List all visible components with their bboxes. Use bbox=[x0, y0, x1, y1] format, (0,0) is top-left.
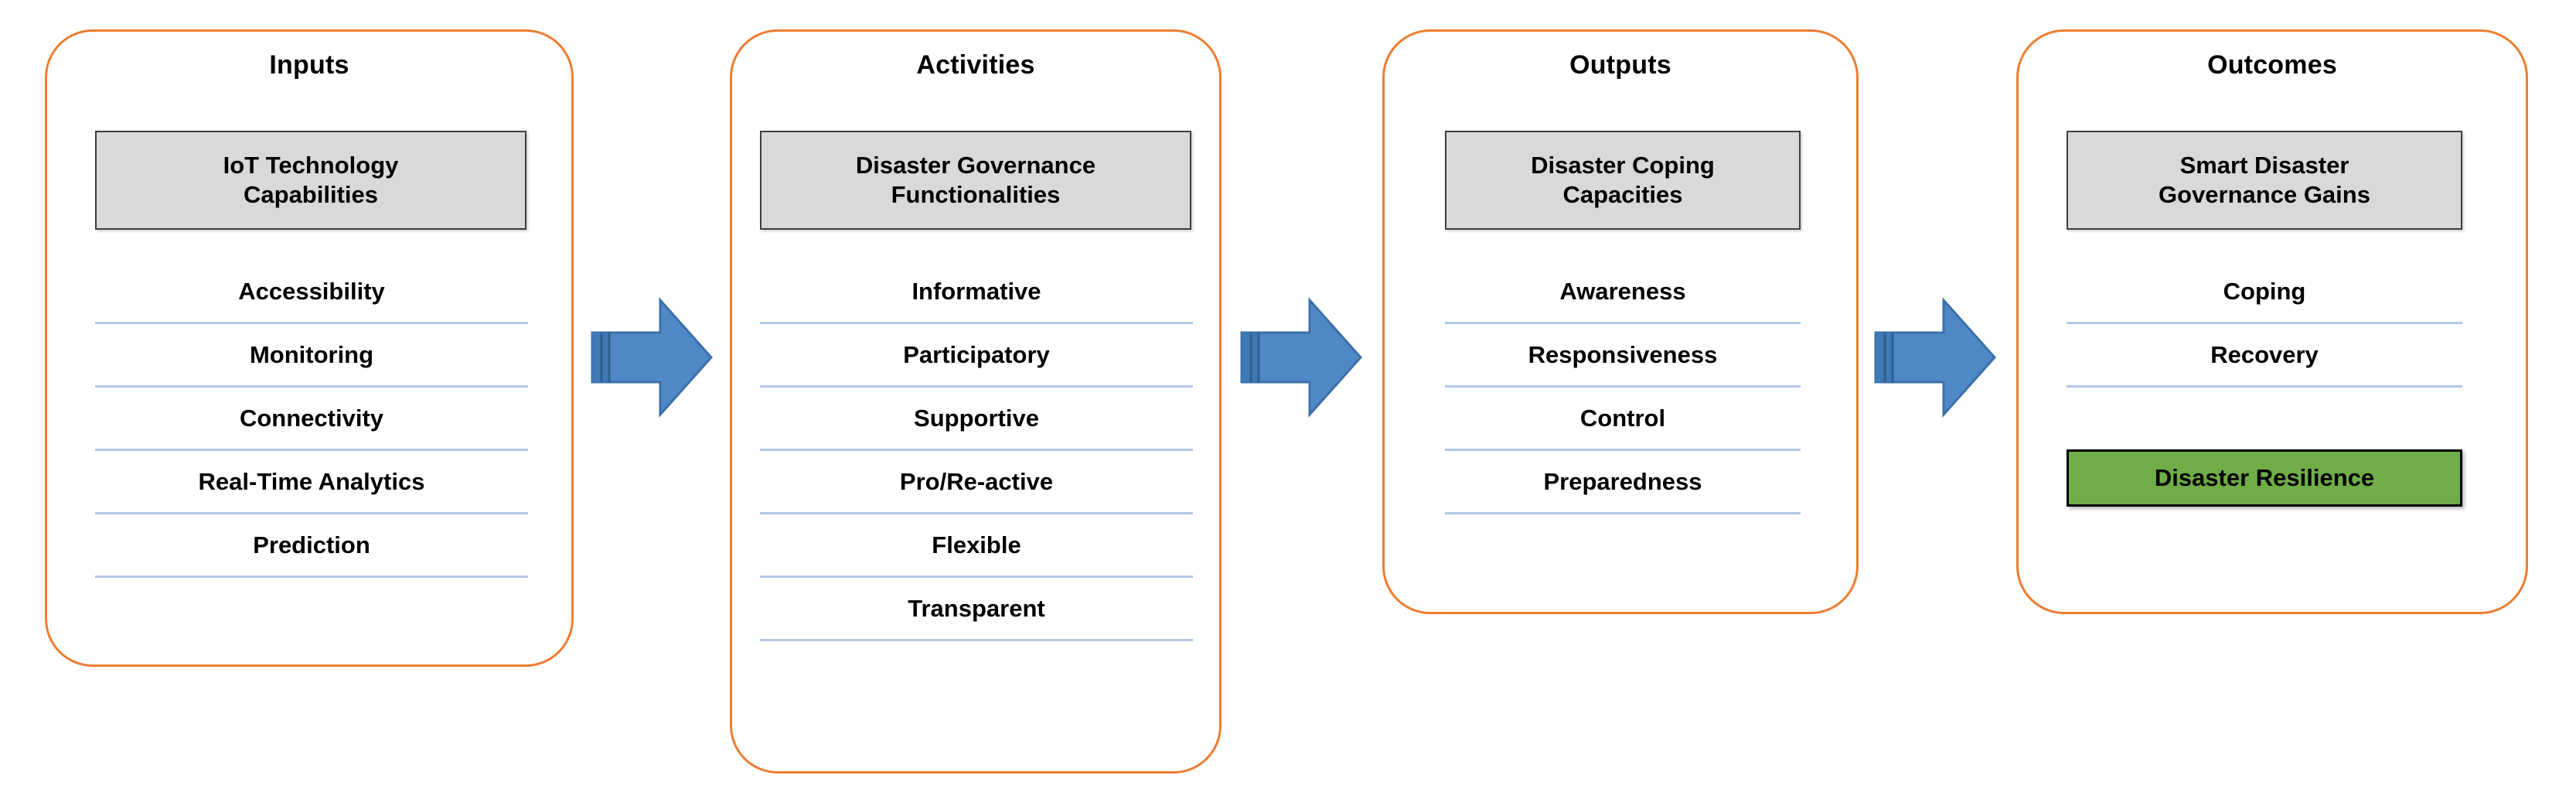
panel-activities-title: Activities bbox=[916, 50, 1035, 80]
arrow-right-icon bbox=[1874, 297, 1997, 418]
list-item[interactable]: Transparent bbox=[760, 578, 1193, 641]
disaster-resilience-badge[interactable]: Disaster Resilience bbox=[2067, 449, 2462, 507]
panel-activities-header-line2: Functionalities bbox=[891, 181, 1061, 208]
panel-inputs-header-chip: IoT Technology Capabilities bbox=[95, 131, 526, 230]
list-item[interactable]: Connectivity bbox=[95, 388, 528, 451]
panel-outcomes-header-line1: Smart Disaster bbox=[2179, 152, 2349, 179]
panel-outputs-header-line1: Disaster Coping bbox=[1531, 152, 1715, 179]
list-item[interactable]: Awareness bbox=[1445, 261, 1801, 324]
panel-activities-items: Informative Participatory Supportive Pro… bbox=[760, 261, 1193, 641]
panel-outputs-title: Outputs bbox=[1569, 50, 1671, 80]
arrow-outputs-to-outcomes bbox=[1869, 295, 2001, 419]
panel-activities: Activities Disaster Governance Functiona… bbox=[730, 29, 1222, 774]
panel-activities-header-line1: Disaster Governance bbox=[855, 152, 1096, 179]
panel-outcomes: Outcomes Smart Disaster Governance Gains… bbox=[2016, 29, 2528, 614]
panel-outcomes-title: Outcomes bbox=[2207, 50, 2337, 80]
list-item[interactable]: Flexible bbox=[760, 514, 1193, 578]
list-item[interactable]: Participatory bbox=[760, 324, 1193, 388]
panel-outputs: Outputs Disaster Coping Capacities Aware… bbox=[1382, 29, 1859, 614]
list-item[interactable]: Coping bbox=[2067, 261, 2462, 324]
arrow-right-icon bbox=[591, 297, 714, 418]
list-item[interactable]: Recovery bbox=[2067, 324, 2462, 388]
list-item[interactable]: Real-Time Analytics bbox=[95, 451, 528, 514]
arrow-inputs-to-activities bbox=[586, 295, 717, 419]
panel-outcomes-header-line2: Governance Gains bbox=[2159, 181, 2370, 208]
list-item[interactable]: Pro/Re-active bbox=[760, 451, 1193, 514]
list-item[interactable]: Informative bbox=[760, 261, 1193, 324]
panel-inputs-title: Inputs bbox=[269, 50, 349, 80]
list-item[interactable]: Responsiveness bbox=[1445, 324, 1801, 388]
panel-outputs-items: Awareness Responsiveness Control Prepare… bbox=[1445, 261, 1801, 514]
list-item[interactable]: Supportive bbox=[760, 388, 1193, 451]
panel-outputs-header-chip: Disaster Coping Capacities bbox=[1445, 131, 1801, 230]
panel-outcomes-header-chip: Smart Disaster Governance Gains bbox=[2067, 131, 2462, 230]
arrow-right-icon bbox=[1240, 297, 1363, 418]
list-item[interactable]: Preparedness bbox=[1445, 451, 1801, 514]
panel-inputs-header-line1: IoT Technology bbox=[223, 152, 399, 179]
list-item[interactable]: Control bbox=[1445, 388, 1801, 451]
list-item[interactable]: Accessibility bbox=[95, 261, 528, 324]
panel-outputs-header-line2: Capacities bbox=[1562, 181, 1683, 208]
list-item[interactable]: Prediction bbox=[95, 514, 528, 578]
panel-outcomes-items: Coping Recovery bbox=[2067, 261, 2462, 388]
panel-inputs-items: Accessibility Monitoring Connectivity Re… bbox=[95, 261, 528, 578]
arrow-activities-to-outputs bbox=[1235, 295, 1367, 419]
panel-inputs: Inputs IoT Technology Capabilities Acces… bbox=[45, 29, 574, 667]
panel-inputs-header-line2: Capabilities bbox=[244, 181, 378, 208]
panel-activities-header-chip: Disaster Governance Functionalities bbox=[760, 131, 1191, 230]
list-item[interactable]: Monitoring bbox=[95, 324, 528, 388]
